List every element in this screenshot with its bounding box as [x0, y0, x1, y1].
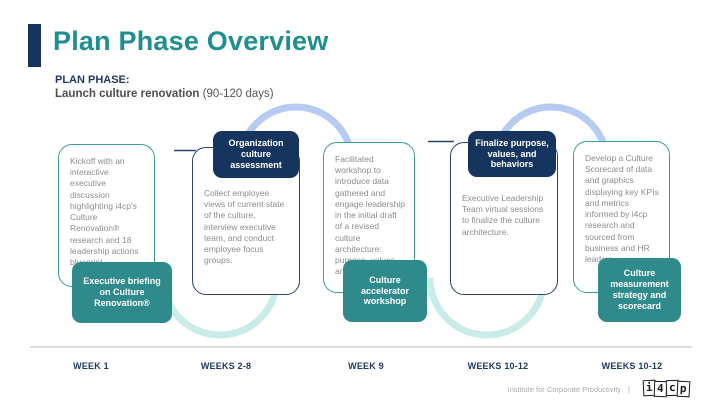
page-title: Plan Phase Overview — [53, 26, 329, 56]
phase-2-badge: Organization culture assessment — [213, 131, 299, 178]
week-label-1: WEEK 1 — [73, 361, 109, 371]
logo-letter-p: p — [676, 380, 691, 398]
phase-2-description: Collect employee views of current state … — [204, 188, 285, 266]
footer-separator: | — [628, 385, 630, 394]
phase-3-badge: Culture accelerator workshop — [343, 260, 427, 322]
subtitle-bold: Launch culture renovation — [55, 88, 200, 100]
week-label-2: WEEKS 2-8 — [200, 361, 252, 371]
phase-5-description: Develop a Culture Scorecard of data and … — [585, 153, 659, 264]
phase-1-description: Kickoff with an interactive executive di… — [70, 156, 139, 267]
phase-1-badge: Executive briefing on Culture Renovation… — [72, 262, 172, 323]
week-label-4: WEEKS 10-12 — [467, 361, 529, 371]
phase-4-description: Executive Leadership Team virtual sessio… — [462, 193, 544, 237]
phase-3-description: Facilitated workshop to introduce data g… — [335, 154, 405, 276]
plan-phase-subtitle: Launch culture renovation (90-120 days) — [55, 88, 274, 100]
plan-phase-label: PLAN PHASE: — [55, 74, 130, 86]
week-label-3: WEEK 9 — [348, 361, 384, 371]
timeline-divider — [30, 346, 692, 348]
footer-org-name: Institute for Corporate Productivity — [507, 385, 622, 394]
title-accent-bar — [28, 24, 41, 67]
phase-4-badge: Finalize purpose, values, and behaviors — [468, 131, 556, 177]
arc-bottom-2 — [426, 277, 548, 339]
subtitle-duration: (90-120 days) — [199, 88, 274, 100]
phase-5-badge: Culture measurement strategy and scoreca… — [598, 258, 681, 322]
footer-org-text: Institute for Corporate Productivity | — [508, 385, 630, 394]
week-label-5: WEEKS 10-12 — [601, 361, 663, 371]
